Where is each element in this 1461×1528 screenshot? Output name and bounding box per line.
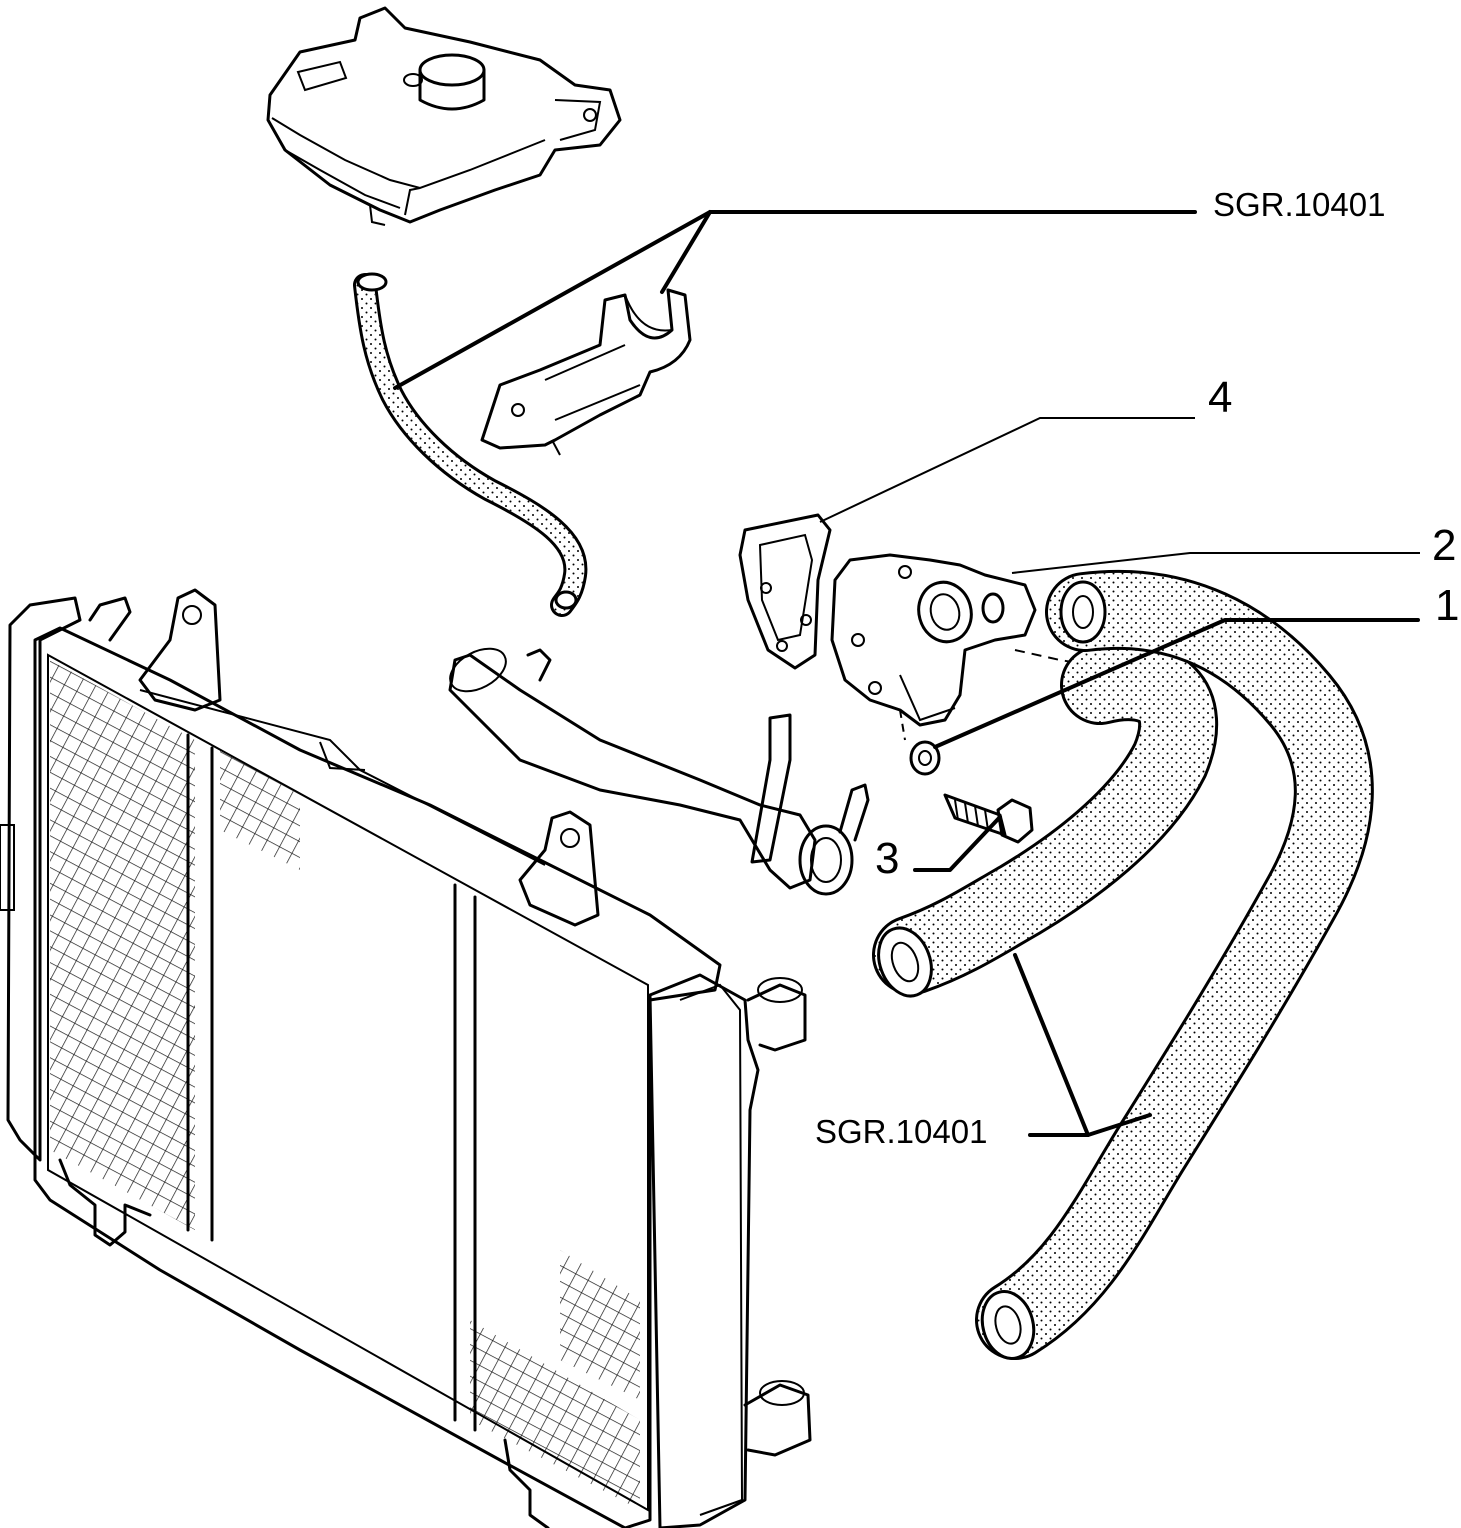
callout-ref-bottom: SGR.10401	[815, 1113, 987, 1150]
callout-ref-top: SGR.10401	[1213, 186, 1385, 223]
thermostat-housing	[830, 553, 1091, 741]
leader-lines	[393, 210, 1420, 1137]
upper-radiator-hose	[975, 569, 1374, 1360]
expansion-tank	[266, 6, 622, 226]
hose-bracket	[480, 288, 692, 456]
coolant-pipe	[448, 647, 870, 896]
bolt	[943, 793, 1034, 844]
lower-radiator-hose	[872, 641, 1219, 998]
radiator	[0, 588, 812, 1528]
flange-gasket	[738, 513, 832, 670]
washer	[909, 740, 941, 776]
callout-item-3: 3	[875, 834, 899, 883]
callout-item-4: 4	[1208, 373, 1232, 422]
callout-item-1: 1	[1435, 581, 1459, 630]
callout-item-2: 2	[1432, 521, 1456, 570]
breather-hose	[353, 272, 588, 617]
